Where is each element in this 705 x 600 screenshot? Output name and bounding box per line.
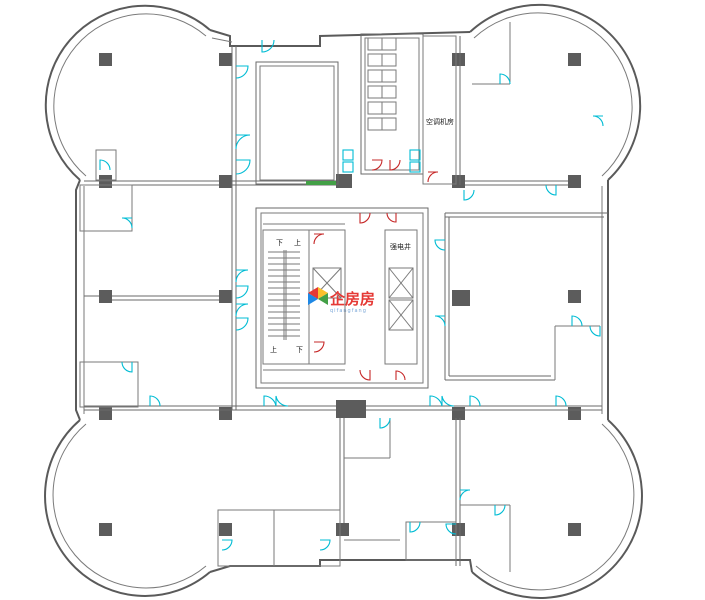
restroom-fixtures — [306, 37, 421, 185]
fire-doors — [313, 159, 439, 381]
green-strip — [306, 181, 336, 185]
central-core — [255, 207, 429, 389]
elevator-car-3 — [388, 299, 414, 331]
interior-walls — [79, 22, 608, 572]
lobe-top-left — [44, 4, 211, 181]
stair-treads — [268, 250, 300, 340]
label-stair-up-bottom: 上 — [270, 345, 277, 354]
lobe-top-right — [469, 3, 642, 181]
label-stair-up-top: 上 — [294, 238, 301, 247]
label-stair-down-bottom: 下 — [296, 346, 303, 354]
doors — [99, 39, 604, 551]
label-elec-shaft: 强电井 — [390, 242, 411, 251]
outer-walls — [75, 29, 609, 573]
label-stair-down-top: 下 — [276, 239, 283, 247]
watermark-logo-icon — [308, 287, 328, 305]
lobe-bottom-left — [44, 419, 211, 597]
watermark-sub: qifangfang — [330, 308, 367, 314]
watermark-brand: 企房房 — [329, 290, 375, 308]
lobe-bottom-right — [471, 419, 643, 599]
outer-lobes — [44, 3, 643, 599]
label-ac-room: 空调机房 — [426, 117, 454, 126]
watermark: 企房房 qifangfang — [308, 287, 375, 314]
elevator-car-2 — [388, 267, 414, 299]
